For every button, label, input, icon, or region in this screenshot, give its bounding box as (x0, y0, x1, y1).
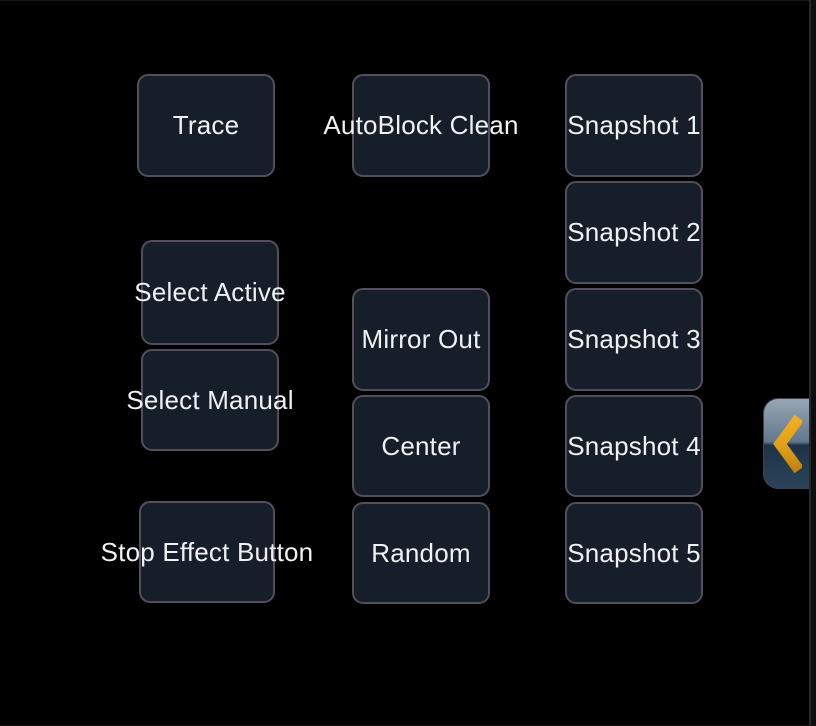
top-edge-divider (0, 0, 816, 1)
stop-effect-button[interactable]: Stop Effect Button (101, 501, 313, 603)
autoblock-clean-button-label: AutoBlock Clean (323, 110, 519, 140)
center-button-label: Center (381, 430, 461, 461)
snapshot-2-button[interactable]: Snapshot 2 (565, 181, 703, 284)
center-button[interactable]: Center (352, 395, 490, 497)
snapshot-4-button-label: Snapshot 4 (567, 430, 701, 461)
select-active-button[interactable]: Select Active (134, 240, 286, 345)
select-manual-button[interactable]: Select Manual (126, 349, 293, 451)
stop-effect-button-label: Stop Effect Button (100, 536, 314, 567)
collapse-panel-handle[interactable] (763, 398, 810, 489)
mirror-out-button-label: Mirror Out (361, 324, 481, 354)
snapshot-4-button[interactable]: Snapshot 4 (565, 395, 703, 497)
random-button[interactable]: Random (352, 502, 490, 604)
trace-button[interactable]: Trace (137, 74, 275, 177)
snapshot-3-button[interactable]: Snapshot 3 (565, 288, 703, 391)
trace-button-label: Trace (172, 110, 240, 140)
select-active-button-label: Select Active (134, 277, 286, 307)
snapshot-2-button-label: Snapshot 2 (567, 217, 701, 247)
snapshot-3-button-label: Snapshot 3 (567, 324, 701, 354)
screen-edge-divider (809, 0, 811, 726)
snapshot-5-button[interactable]: Snapshot 5 (565, 502, 703, 604)
screen-edge-strip (811, 0, 816, 726)
snapshot-1-button-label: Snapshot 1 (567, 110, 701, 140)
autoblock-clean-button[interactable]: AutoBlock Clean (323, 74, 518, 177)
random-button-label: Random (371, 537, 471, 568)
select-manual-button-label: Select Manual (126, 384, 294, 415)
mirror-out-button[interactable]: Mirror Out (352, 288, 490, 391)
chevron-left-icon (772, 412, 802, 476)
snapshot-1-button[interactable]: Snapshot 1 (565, 74, 703, 177)
snapshot-5-button-label: Snapshot 5 (567, 537, 701, 568)
